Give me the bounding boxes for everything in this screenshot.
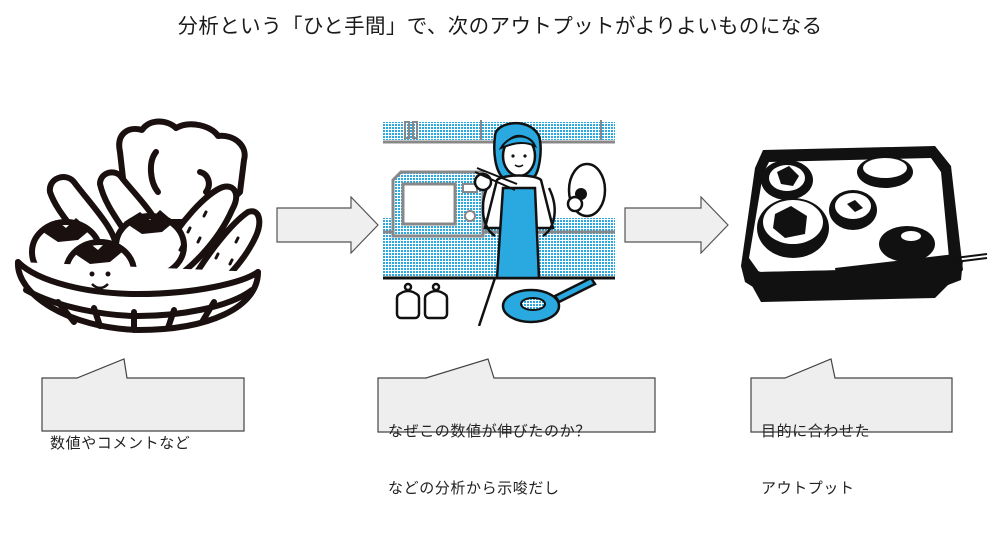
flow-arrow-2 bbox=[624, 195, 730, 255]
callout-text: 数値やコメントなど bbox=[50, 396, 190, 491]
vegetable-basket-icon bbox=[14, 118, 263, 333]
speech-bubble-shape bbox=[41, 358, 245, 432]
callout-step-1: 数値やコメントなど bbox=[40, 356, 246, 452]
meal-tray-illustration bbox=[735, 140, 995, 305]
callout-line: なぜこの数値が伸びたのか？ bbox=[388, 422, 591, 440]
diagram-title: 分析という「ひと手間」で、次のアウトプットがよりよいものになる bbox=[177, 14, 823, 38]
right-arrow-icon bbox=[624, 195, 729, 255]
flow-arrow-1 bbox=[276, 195, 380, 255]
right-arrow-icon bbox=[276, 195, 379, 255]
vegetable-basket-illustration bbox=[8, 112, 270, 347]
callout-text: 目的に合わせた アウトプット bbox=[761, 384, 870, 536]
speech-bubble-shape bbox=[750, 358, 953, 433]
woman-cooking-icon bbox=[383, 120, 615, 327]
callout-text: なぜこの数値が伸びたのか？ などの分析から示唆だし bbox=[388, 384, 591, 536]
callout-step-2: なぜこの数値が伸びたのか？ などの分析から示唆だし bbox=[376, 357, 658, 497]
callout-step-3: 目的に合わせた アウトプット bbox=[749, 357, 955, 497]
meal-tray-icon bbox=[741, 146, 988, 302]
callout-line: 数値やコメントなど bbox=[50, 434, 191, 452]
callout-line: アウトプット bbox=[761, 479, 855, 497]
speech-bubble-shape bbox=[377, 358, 656, 433]
callout-line: 目的に合わせた bbox=[761, 422, 871, 440]
callout-line: などの分析から示唆だし bbox=[388, 479, 560, 497]
cooking-kitchen-illustration bbox=[383, 118, 615, 327]
